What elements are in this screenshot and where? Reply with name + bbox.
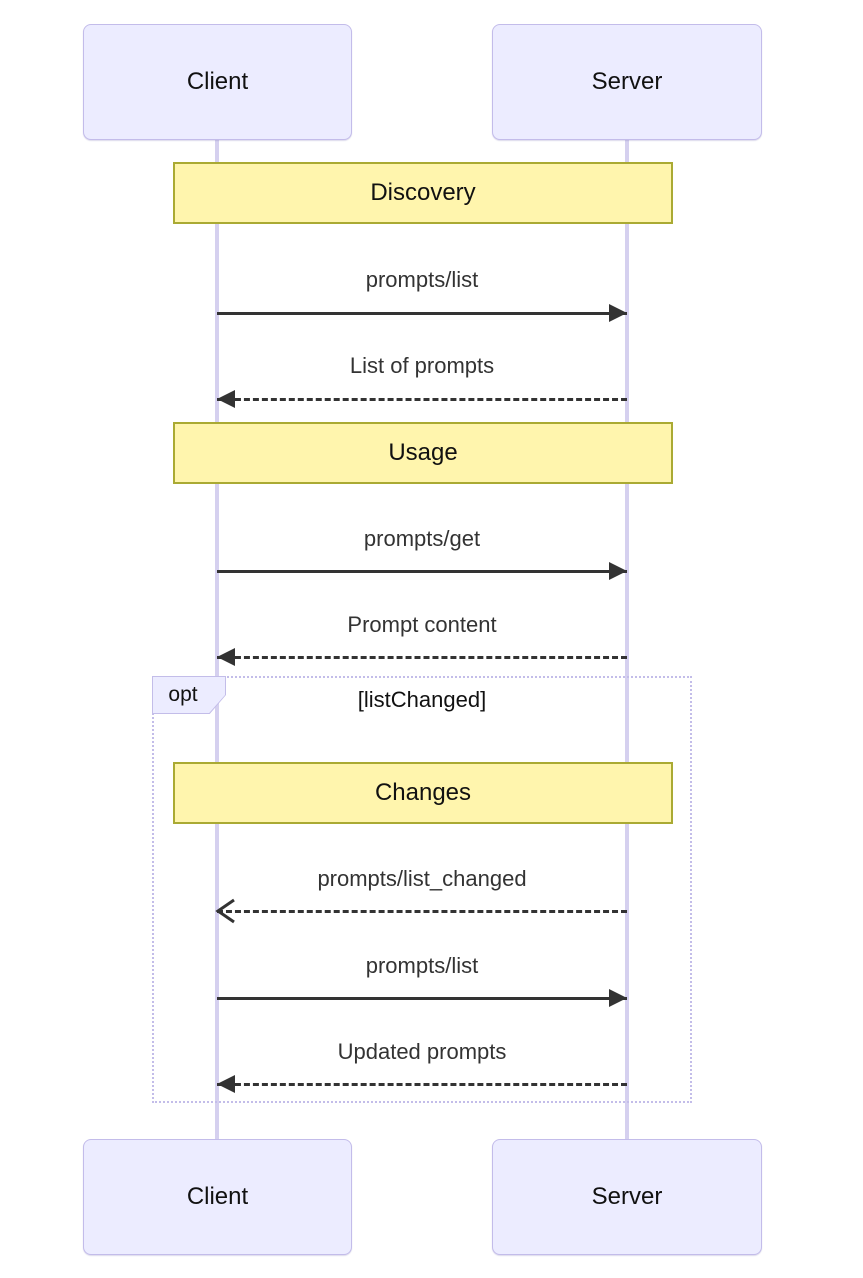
filled-arrowhead-icon (217, 648, 235, 666)
message-label: Prompt content (347, 612, 497, 637)
divider-changes: Changes (173, 762, 673, 824)
opt-label: opt (153, 677, 225, 713)
actor-server-label: Server (591, 1183, 663, 1210)
message-arrow (217, 300, 627, 326)
lifeline-server (625, 140, 629, 1139)
message-label: prompts/get (363, 526, 481, 551)
message-arrow (217, 644, 627, 670)
message-arrow (217, 985, 627, 1011)
lifeline-client (215, 140, 219, 1139)
message-arrow (217, 558, 627, 584)
message-label: Updated prompts (337, 1039, 507, 1064)
message-arrow (217, 1071, 627, 1097)
opt-fragment (152, 676, 692, 1103)
message-label: prompts/list (365, 267, 479, 292)
filled-arrowhead-icon (217, 1075, 235, 1093)
filled-arrowhead-icon (609, 304, 627, 322)
message-arrow (217, 386, 627, 412)
opt-label-tag: opt (152, 676, 226, 714)
arrow-line (217, 656, 627, 659)
message-arrow (215, 898, 627, 924)
actor-client-top-box: Client (83, 24, 352, 140)
filled-arrowhead-icon (217, 390, 235, 408)
message-label: prompts/list (365, 953, 479, 978)
divider-changes-label: Changes (374, 779, 472, 806)
arrow-line (217, 312, 627, 315)
divider-usage: Usage (173, 422, 673, 484)
filled-arrowhead-icon (609, 989, 627, 1007)
actor-server-top-box: Server (492, 24, 762, 140)
opt-condition-label: [listChanged] (357, 687, 487, 712)
arrow-line (217, 398, 627, 401)
actor-server-label: Server (591, 68, 663, 95)
arrow-line (217, 570, 627, 573)
divider-usage-label: Usage (388, 439, 458, 466)
message-label: List of prompts (349, 353, 495, 378)
arrow-line (217, 997, 627, 1000)
open-arrowhead-icon (215, 898, 235, 924)
actor-client-bottom-box: Client (83, 1139, 352, 1255)
actor-client-label: Client (186, 1183, 249, 1210)
actor-client-label: Client (186, 68, 249, 95)
arrow-line (217, 1083, 627, 1086)
divider-discovery-label: Discovery (370, 179, 476, 206)
actor-server-bottom-box: Server (492, 1139, 762, 1255)
message-label: prompts/list_changed (317, 866, 527, 891)
divider-discovery: Discovery (173, 162, 673, 224)
filled-arrowhead-icon (609, 562, 627, 580)
arrow-line (217, 910, 627, 913)
